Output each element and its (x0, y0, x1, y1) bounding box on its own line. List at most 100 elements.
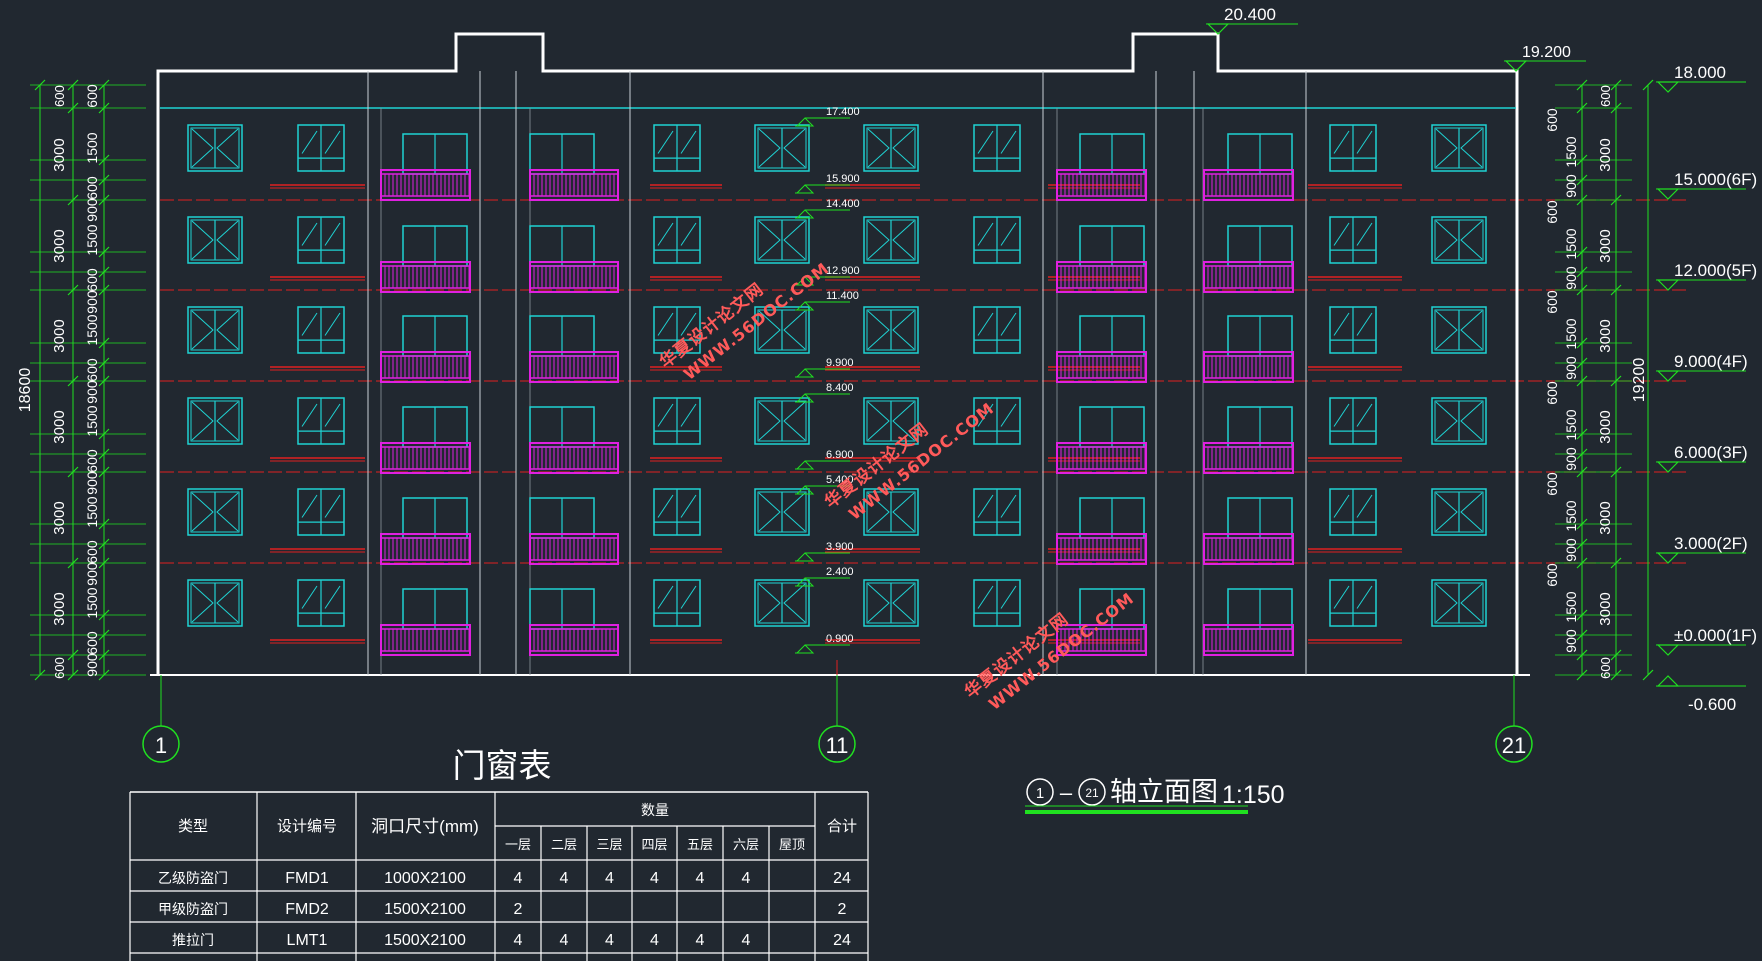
window-opening-mark (191, 128, 214, 168)
window-opening-mark (216, 401, 239, 441)
window (1431, 306, 1487, 354)
window-frame (187, 216, 243, 264)
balcony-door (529, 588, 595, 630)
window-opening-mark (1460, 310, 1483, 350)
dimension-tick (1610, 375, 1622, 387)
balcony-railing (529, 351, 619, 383)
window-opening-mark (867, 310, 890, 350)
axis-bubble (818, 725, 856, 763)
window-opening-mark (324, 312, 341, 336)
window-opening-mark (680, 222, 697, 246)
elevation-mark: 8.400 (795, 382, 854, 403)
railing-frame (529, 351, 619, 383)
dimension-text: 900 (84, 653, 100, 677)
dimension-text: 3000 (51, 501, 68, 534)
window-frame (187, 579, 243, 627)
dimension-text: 600 (52, 85, 67, 107)
dimension-tick (1610, 79, 1622, 91)
window-opening-mark (1435, 401, 1458, 441)
window (297, 306, 345, 354)
window-opening-mark (1435, 583, 1458, 623)
railing-frame (380, 261, 471, 293)
window (1329, 216, 1377, 264)
window (1329, 306, 1377, 354)
window-opening-mark (1435, 220, 1458, 260)
balcony-railing (1203, 533, 1294, 565)
window-opening-mark (1356, 222, 1373, 246)
window-opening-mark (657, 130, 674, 154)
table-header-type: 类型 (178, 818, 208, 835)
window-opening-mark (1356, 403, 1373, 427)
window-opening-mark (892, 220, 915, 260)
dimension-tick (67, 649, 79, 661)
window-frame (1431, 306, 1487, 354)
window-opening-mark (867, 492, 890, 532)
elevation-value: 9.000(4F) (1674, 352, 1748, 371)
railing-frame (380, 533, 471, 565)
window-frame (187, 124, 243, 172)
table-cell-code: FMD1 (285, 870, 329, 887)
dimension-tick (98, 194, 110, 206)
window-opening-mark (977, 403, 994, 427)
elevation-mark: 6.000(3F) (1656, 443, 1748, 473)
window (187, 488, 243, 536)
window-opening-mark (680, 312, 697, 336)
railing-frame (380, 442, 471, 474)
table-cell-count: 4 (650, 870, 659, 887)
dimension-tick (1642, 79, 1654, 91)
window-opening-mark (216, 220, 239, 260)
table-cell-type: 乙级防盗门 (158, 870, 228, 886)
railing-frame (1056, 351, 1147, 383)
window-opening-mark (1460, 583, 1483, 623)
window (754, 216, 810, 264)
dimension-tick (1576, 428, 1588, 440)
table-cell-code: LMT1 (287, 932, 328, 949)
building-facade (150, 32, 1530, 688)
dimension-tick (1576, 448, 1588, 460)
table-cell-count: 4 (514, 870, 523, 887)
window (187, 124, 243, 172)
table-header-floor: 一层 (505, 837, 531, 852)
elevation-mark: 18.000 (1656, 63, 1746, 93)
balcony-door (529, 133, 595, 175)
balcony-door (402, 588, 468, 630)
window-opening-mark (191, 220, 214, 260)
dimension-text: 1500 (1563, 409, 1579, 440)
dimension-tick (98, 284, 110, 296)
title-dash: – (1060, 780, 1073, 805)
window-opening-mark (301, 222, 318, 246)
window-frame (754, 579, 810, 627)
elevation-triangle (1656, 552, 1680, 564)
dimension-tick (98, 428, 110, 440)
railing-frame (380, 624, 471, 656)
balcony-door (1079, 225, 1145, 267)
window-opening-mark (867, 583, 890, 623)
balcony-railing (1203, 351, 1294, 383)
window-opening-mark (783, 583, 806, 623)
elevation-value: 18.000 (1674, 63, 1726, 82)
table-cell-size: 1500X2100 (384, 901, 466, 918)
table-header-floor: 屋顶 (779, 837, 805, 852)
window-opening-mark (301, 494, 318, 518)
balcony-railing (1203, 261, 1294, 293)
dimension-text: 600 (84, 176, 100, 200)
railing-frame (1203, 169, 1294, 201)
table-cell-count: 4 (742, 932, 751, 949)
window-opening-mark (301, 403, 318, 427)
dimension-tick (1642, 669, 1654, 681)
balcony-door (1227, 497, 1293, 539)
balcony-railing (1056, 351, 1147, 383)
railing-frame (1056, 533, 1147, 565)
window-opening-mark (1435, 128, 1458, 168)
dimension-tick (1576, 609, 1588, 621)
dimension-tick (1576, 629, 1588, 641)
dimension-tick (98, 609, 110, 621)
window-frame (863, 579, 919, 627)
window-opening-mark (977, 494, 994, 518)
elevation-mark: 20.400 (1206, 5, 1298, 35)
dimension-text: 3000 (51, 229, 68, 262)
window-opening-mark (680, 130, 697, 154)
window-frame (1431, 124, 1487, 172)
table-header-quantity: 数量 (641, 802, 669, 818)
window-opening-mark (783, 492, 806, 532)
